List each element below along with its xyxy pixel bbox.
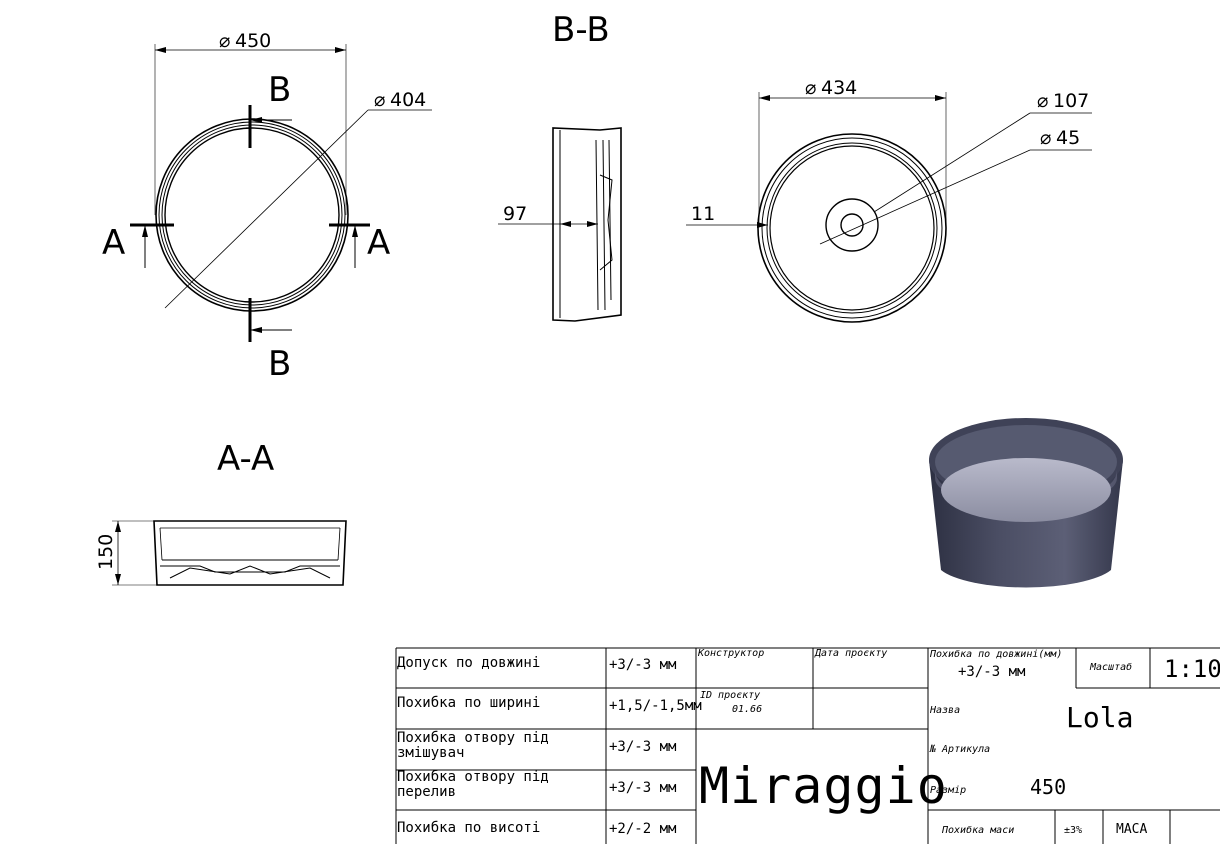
dim-inner-diameter-symbol: ⌀ bbox=[374, 89, 385, 111]
tolerance-height-value: +2/-2 мм bbox=[609, 821, 677, 837]
dim-drain-inner: 45 bbox=[1056, 127, 1080, 149]
title-block: Допуск по довжині +3/-3 мм Похибка по ши… bbox=[396, 647, 1220, 844]
mass-header: МАСА bbox=[1116, 822, 1148, 837]
dim-drain-outer-symbol: ⌀ bbox=[1037, 90, 1048, 112]
size-value: 450 bbox=[1030, 775, 1067, 799]
cut-marker-b-bottom: B bbox=[268, 344, 291, 384]
dim-wall-width: 97 bbox=[503, 203, 527, 225]
article-label: № Артикула bbox=[930, 744, 991, 755]
section-aa-title: A-A bbox=[217, 439, 274, 479]
tolerance-mixer-hole-label: Похибка отвору під змішувач bbox=[397, 730, 549, 761]
tolerance-overflow-hole-label: Похибка отвору під перелив bbox=[397, 769, 549, 800]
scale-label: Масштаб bbox=[1090, 662, 1133, 673]
designer-label: Конструктор bbox=[698, 648, 765, 659]
project-id-label: ID проєкту bbox=[700, 690, 761, 701]
tolerance-mixer-hole-value: +3/-3 мм bbox=[609, 739, 677, 755]
mass-tolerance-value: ±3% bbox=[1064, 825, 1083, 836]
length-tolerance-value: +3/-3 мм bbox=[958, 664, 1026, 680]
tolerance-length-label: Допуск по довжині bbox=[397, 655, 541, 671]
cut-marker-a-left: A bbox=[102, 223, 125, 263]
dim-inner-diameter: 404 bbox=[390, 89, 426, 111]
tolerance-width-value: +1,5/-1,5мм bbox=[609, 698, 702, 714]
project-date-label: Дата проєкту bbox=[815, 648, 888, 659]
dim-drain-outer: 107 bbox=[1053, 90, 1089, 112]
name-label: Назва bbox=[930, 705, 961, 716]
dim-bottom-diameter: 434 bbox=[821, 77, 857, 99]
cut-marker-a-right: A bbox=[367, 223, 390, 263]
dim-height: 150 bbox=[95, 534, 117, 570]
section-bb-title: B-B bbox=[552, 10, 610, 50]
dim-drain-inner-symbol: ⌀ bbox=[1040, 127, 1051, 149]
tolerance-height-label: Похибка по висоті bbox=[397, 820, 541, 836]
size-label: Размір bbox=[930, 785, 967, 796]
project-id-value: 01.66 bbox=[732, 704, 763, 715]
top-view bbox=[130, 44, 432, 342]
dim-rim-width: 11 bbox=[691, 203, 715, 225]
tolerance-overflow-hole-value: +3/-3 мм bbox=[609, 780, 677, 796]
dim-outer-diameter: 450 bbox=[235, 30, 271, 52]
section-bb-view bbox=[498, 127, 622, 322]
brand-logo: Miraggio bbox=[699, 757, 948, 815]
cut-marker-b-top: B bbox=[268, 70, 291, 110]
title-block-grid bbox=[395, 647, 1220, 844]
tolerance-width-label: Похибка по ширині bbox=[397, 695, 541, 711]
mass-tolerance-label: Похибка маси bbox=[942, 825, 1015, 836]
length-tolerance-label: Похибка по довжині(мм) bbox=[930, 649, 1063, 660]
tolerance-length-value: +3/-3 мм bbox=[609, 657, 677, 673]
name-value: Lola bbox=[1066, 701, 1134, 734]
dim-bottom-diameter-symbol: ⌀ bbox=[805, 77, 816, 99]
bottom-view bbox=[686, 92, 1092, 323]
section-aa-view bbox=[112, 520, 347, 586]
scale-value: 1:10 bbox=[1164, 655, 1220, 683]
product-render bbox=[929, 418, 1123, 588]
dim-outer-diameter-symbol: ⌀ bbox=[219, 30, 230, 52]
